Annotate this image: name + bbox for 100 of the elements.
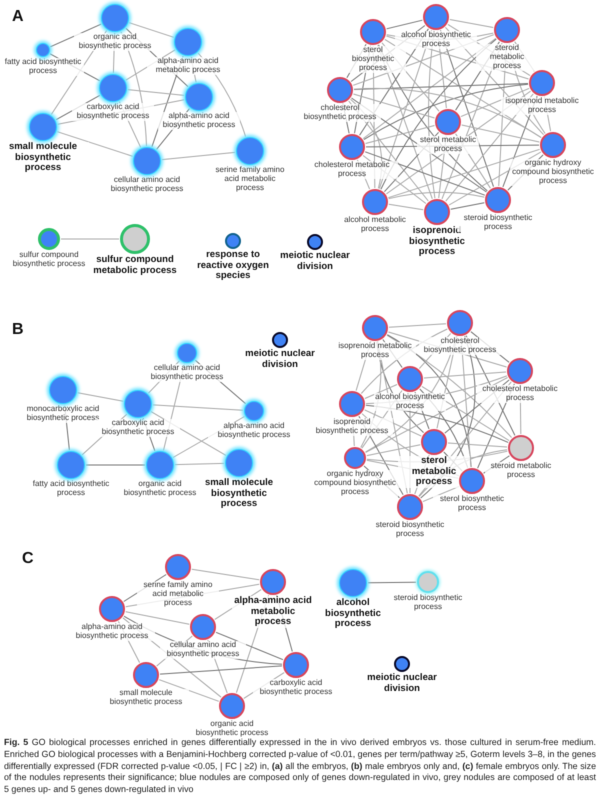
network-edge <box>364 384 398 399</box>
term-node-circle <box>36 43 50 57</box>
term-node-circle <box>272 332 288 348</box>
network-edge <box>460 88 530 118</box>
node-label: alpha-amino acid metabolic process <box>232 596 314 628</box>
term-node-circle <box>99 596 125 622</box>
network-edge <box>174 462 224 466</box>
network-edge <box>161 152 236 160</box>
network-edge <box>60 238 120 240</box>
node-label: cholesterol biosynthetic process <box>419 337 501 355</box>
term-node-circle <box>397 494 423 520</box>
network-edge <box>384 38 542 138</box>
network-edge <box>125 611 190 625</box>
node-label: alpha-amino acid biosynthetic process <box>158 112 240 130</box>
network-edge <box>388 323 446 328</box>
term-node-circle <box>339 391 365 417</box>
network-edge <box>364 151 486 196</box>
term-node-circle <box>447 310 473 336</box>
network-edge <box>448 442 508 448</box>
network-edge <box>56 131 134 157</box>
term-node-circle <box>339 569 367 597</box>
term-node-circle <box>397 366 423 392</box>
term-node-circle <box>421 429 447 455</box>
network-edge <box>160 665 282 675</box>
node-label: organic hydroxy compound biosynthetic process <box>510 159 596 186</box>
term-node-circle <box>120 224 150 254</box>
term-node-circle <box>174 28 202 56</box>
term-node-circle <box>394 656 410 672</box>
term-node-circle <box>29 113 57 141</box>
term-node-circle <box>540 132 566 158</box>
node-label: steroid biosynthetic process <box>374 521 446 539</box>
network-edge <box>152 404 244 411</box>
term-node-circle <box>459 468 485 494</box>
node-label: sterol metabolic process <box>398 456 470 488</box>
network-edge <box>449 19 494 28</box>
term-node-circle <box>225 449 253 477</box>
term-node-circle <box>225 233 241 249</box>
term-node-circle <box>133 662 159 688</box>
network-edge <box>388 192 485 200</box>
network-edge <box>77 392 124 402</box>
network-edge <box>158 679 220 702</box>
network-edge <box>365 377 508 453</box>
term-node-circle <box>260 569 286 595</box>
term-node-circle <box>360 19 386 45</box>
term-node-circle <box>38 228 60 250</box>
term-node-circle <box>507 358 533 384</box>
node-label: sterol metabolic process <box>417 136 479 154</box>
term-node-circle <box>99 74 127 102</box>
network-edge <box>128 22 174 38</box>
network-edge <box>368 582 416 584</box>
node-label: alcohol biosynthetic process <box>374 393 446 411</box>
term-node-circle <box>339 134 365 160</box>
term-node-circle <box>57 451 85 479</box>
node-label: carboxylic acid biosynthetic process <box>96 419 180 437</box>
panel-letter: B <box>12 321 24 339</box>
network-edge <box>386 20 423 30</box>
term-node-circle <box>236 137 264 165</box>
network-edge <box>354 88 542 138</box>
term-node-circle <box>362 315 388 341</box>
network-edge <box>424 372 506 378</box>
term-node-circle <box>146 451 174 479</box>
term-node-circle <box>423 4 449 30</box>
node-label: fatty acid biosynthetic process <box>2 58 84 76</box>
panel-letter: C <box>22 550 34 568</box>
term-node-circle <box>508 435 534 461</box>
node-label: steroid metabolic process <box>476 44 538 71</box>
term-node-circle <box>435 109 461 135</box>
term-node-circle <box>165 554 191 580</box>
term-node-circle <box>529 70 555 96</box>
term-node-circle <box>190 614 216 640</box>
term-node-circle <box>124 390 152 418</box>
network-edge <box>365 125 435 144</box>
term-node-circle <box>327 77 353 103</box>
network-edge <box>363 84 529 140</box>
network-edge <box>461 124 540 142</box>
node-label: organic hydroxy compound biosynthetic process <box>312 470 398 497</box>
network-edge <box>127 89 185 96</box>
term-node-circle <box>177 343 197 363</box>
term-node-circle <box>494 17 520 43</box>
term-node-circle <box>219 693 245 719</box>
term-node-circle <box>307 234 323 250</box>
term-node-circle <box>344 447 366 469</box>
figure-caption: Fig. 5 GO biological processes enriched in genes differentially expressed in the in vivo derived embryos vs. those cultured in serum-free medium. Enriched GO biological processes with a Benjamini-Hochberg corrected p-value of <0.01, genes per term/pathway ≥5, Goterm levels 3–8, in the genes differentially expressed (FDR corrected p-value <0.05, | FC | ≥2) in, (a) all the embryos, (b) male embryos only and, (c) female embryos only. The size of the nodules represents their significance; blue nodules are composed only of genes down-regulated in vivo, grey nodules are composed of at least 5 genes up- and 5 genes down-regulated in vivo <box>4 737 596 796</box>
term-node-circle <box>485 187 511 213</box>
term-node-circle <box>417 571 439 593</box>
term-node-circle <box>185 83 213 111</box>
term-node-circle <box>49 376 77 404</box>
term-node-circle <box>362 189 388 215</box>
network-edge <box>388 148 540 198</box>
panel-letter: A <box>12 8 24 26</box>
term-node-circle <box>244 401 264 421</box>
network-edge <box>450 202 485 210</box>
network-edge <box>364 409 422 437</box>
network-edge <box>362 38 496 140</box>
network-edge <box>354 83 528 90</box>
term-node-circle <box>101 4 129 32</box>
network-edge <box>388 204 424 210</box>
node-label: serine family amino acid metabolic process <box>137 581 219 608</box>
node-label: cellular amino acid biosynthetic process <box>160 641 246 659</box>
network-edge <box>191 568 260 580</box>
